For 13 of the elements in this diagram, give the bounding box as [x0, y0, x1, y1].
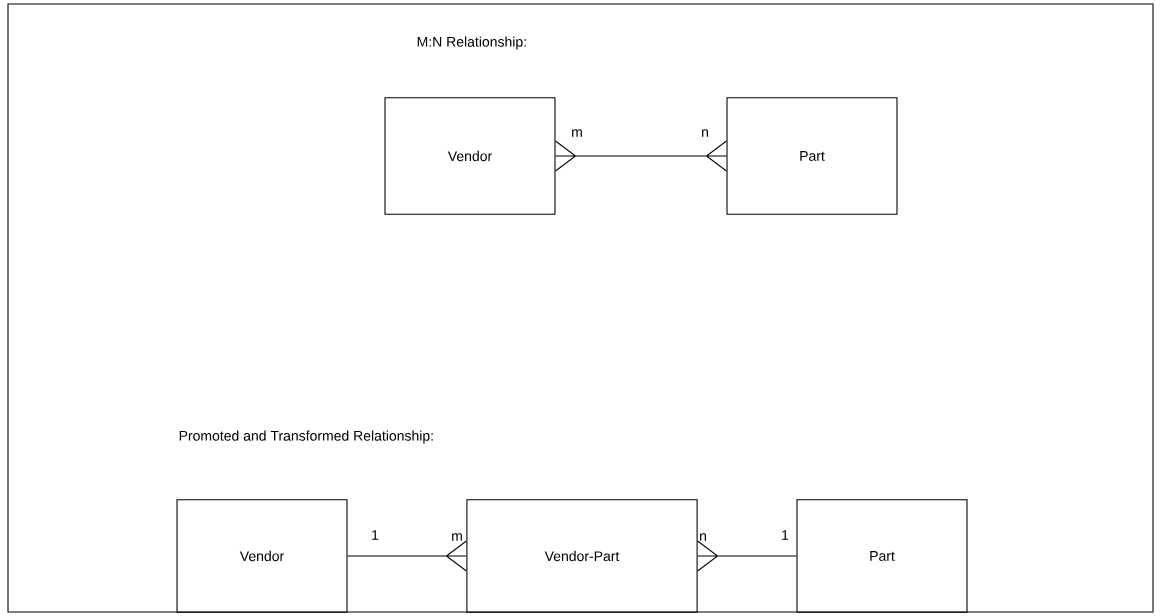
section-heading: M:N Relationship:	[417, 36, 526, 50]
entity-box: Vendor	[176, 499, 348, 613]
relationship-line	[347, 540, 467, 572]
relationship-line	[697, 540, 798, 572]
cardinality-label: m	[572, 129, 582, 137]
entity-box: Vendor-Part	[466, 499, 698, 613]
cardinality-label: 1	[372, 530, 379, 540]
entity-box: Part	[726, 97, 898, 215]
relationship-line	[555, 140, 728, 172]
section-heading: Promoted and Transformed Relationship:	[179, 430, 433, 444]
entity-box: Part	[796, 499, 968, 613]
entity-box: Vendor	[384, 97, 556, 215]
cardinality-label: n	[702, 129, 708, 137]
